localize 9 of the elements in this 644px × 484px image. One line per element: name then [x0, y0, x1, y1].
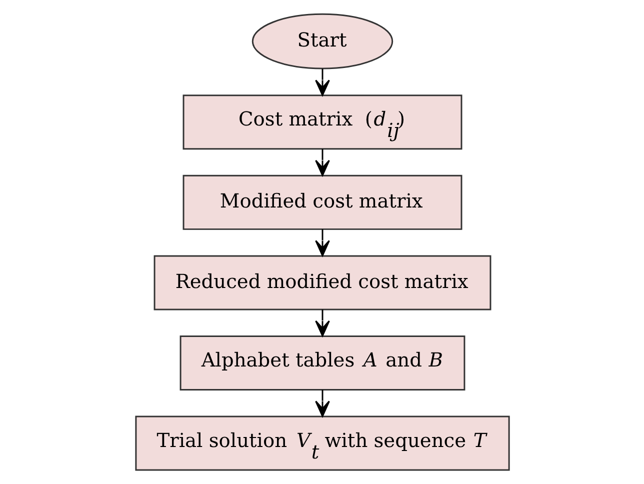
node-box: Reduced modified cost matrix [153, 255, 491, 310]
arrow [314, 390, 330, 417]
arrow [314, 310, 330, 337]
node-box: Alphabet tables A and B [179, 335, 465, 390]
arrow [314, 229, 330, 256]
node-box: Modified cost matrix [182, 174, 462, 230]
node-ellipse: Start [251, 13, 393, 70]
arrow [314, 68, 330, 96]
arrow [314, 148, 330, 176]
